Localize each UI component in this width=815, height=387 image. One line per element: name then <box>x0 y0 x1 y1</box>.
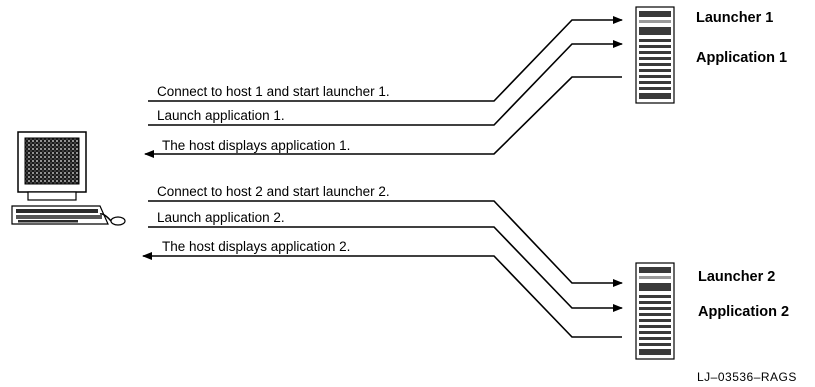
host1-launcher-label: Launcher 1 <box>696 10 773 26</box>
host2-application-label: Application 2 <box>698 304 789 320</box>
display-app2-arrow <box>142 252 622 338</box>
server-tower-icon <box>635 262 675 360</box>
server-tower-icon <box>635 6 675 104</box>
message-display-app2: The host displays application 2. <box>162 239 350 254</box>
message-launch-app1: Launch application 1. <box>157 108 285 123</box>
connect-host1-arrow <box>148 16 623 102</box>
launch-app2-arrow <box>148 226 623 312</box>
message-display-app1: The host displays application 1. <box>162 138 350 153</box>
message-launch-app2: Launch application 2. <box>157 210 285 225</box>
message-connect-host2: Connect to host 2 and start launcher 2. <box>157 184 390 199</box>
host1-application-label: Application 1 <box>696 50 787 66</box>
figure-code: LJ–03536–RAGS <box>697 370 797 384</box>
message-connect-host1: Connect to host 1 and start launcher 1. <box>157 84 390 99</box>
launch-app1-arrow <box>148 40 623 126</box>
display-app1-arrow <box>144 76 622 158</box>
workstation-icon <box>11 131 126 226</box>
host2-launcher-label: Launcher 2 <box>698 269 775 285</box>
connect-host2-arrow <box>148 200 623 287</box>
